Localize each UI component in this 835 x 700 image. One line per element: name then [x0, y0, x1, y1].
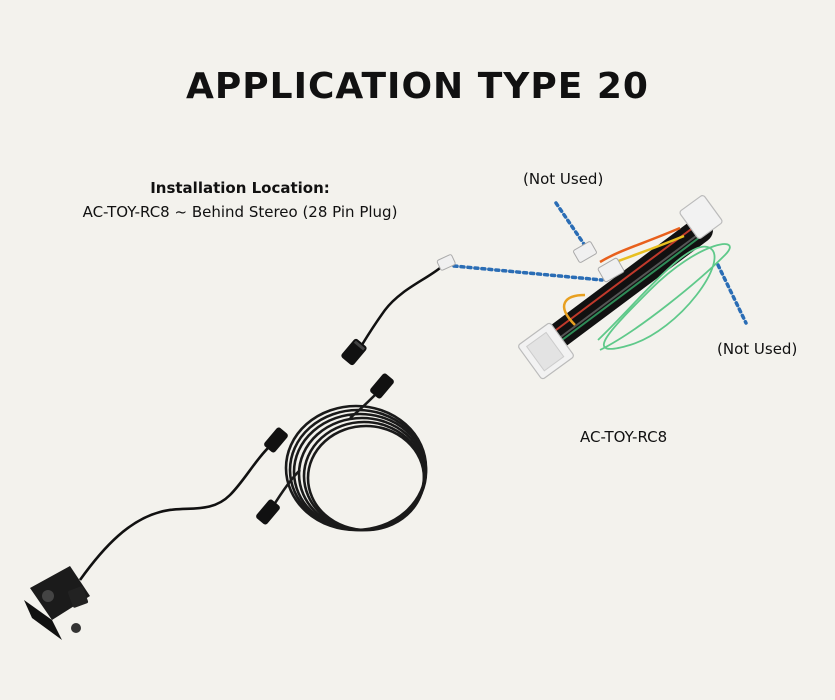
28-pin-plug-icon	[518, 322, 574, 380]
installation-location-detail: AC-TOY-RC8 ~ Behind Stereo (28 Pin Plug)	[82, 203, 398, 221]
not-used-label-top: (Not Used)	[523, 170, 604, 188]
harness-part-label: AC-TOY-RC8	[580, 428, 668, 446]
camera-cable-icon	[78, 427, 288, 581]
installation-location-heading: Installation Location:	[150, 179, 330, 197]
camera-icon	[24, 566, 90, 640]
callout-dotted-lines	[452, 201, 748, 325]
harness-end-connector-icon	[679, 195, 723, 239]
wire-harness-icon	[518, 195, 731, 380]
pigtail-cable-icon	[341, 254, 456, 366]
small-connector-icon	[597, 257, 625, 283]
callout-line-top	[554, 201, 590, 252]
callout-line-connector	[452, 264, 604, 282]
page-title: APPLICATION TYPE 20	[186, 66, 649, 107]
callout-line-right	[716, 263, 748, 325]
extension-connector-bottom-icon	[256, 499, 280, 525]
extension-connector-top-icon	[370, 373, 394, 399]
not-used-label-right: (Not Used)	[717, 340, 798, 358]
extension-cable-coil-icon	[270, 391, 428, 532]
small-connector-icon	[573, 241, 597, 263]
